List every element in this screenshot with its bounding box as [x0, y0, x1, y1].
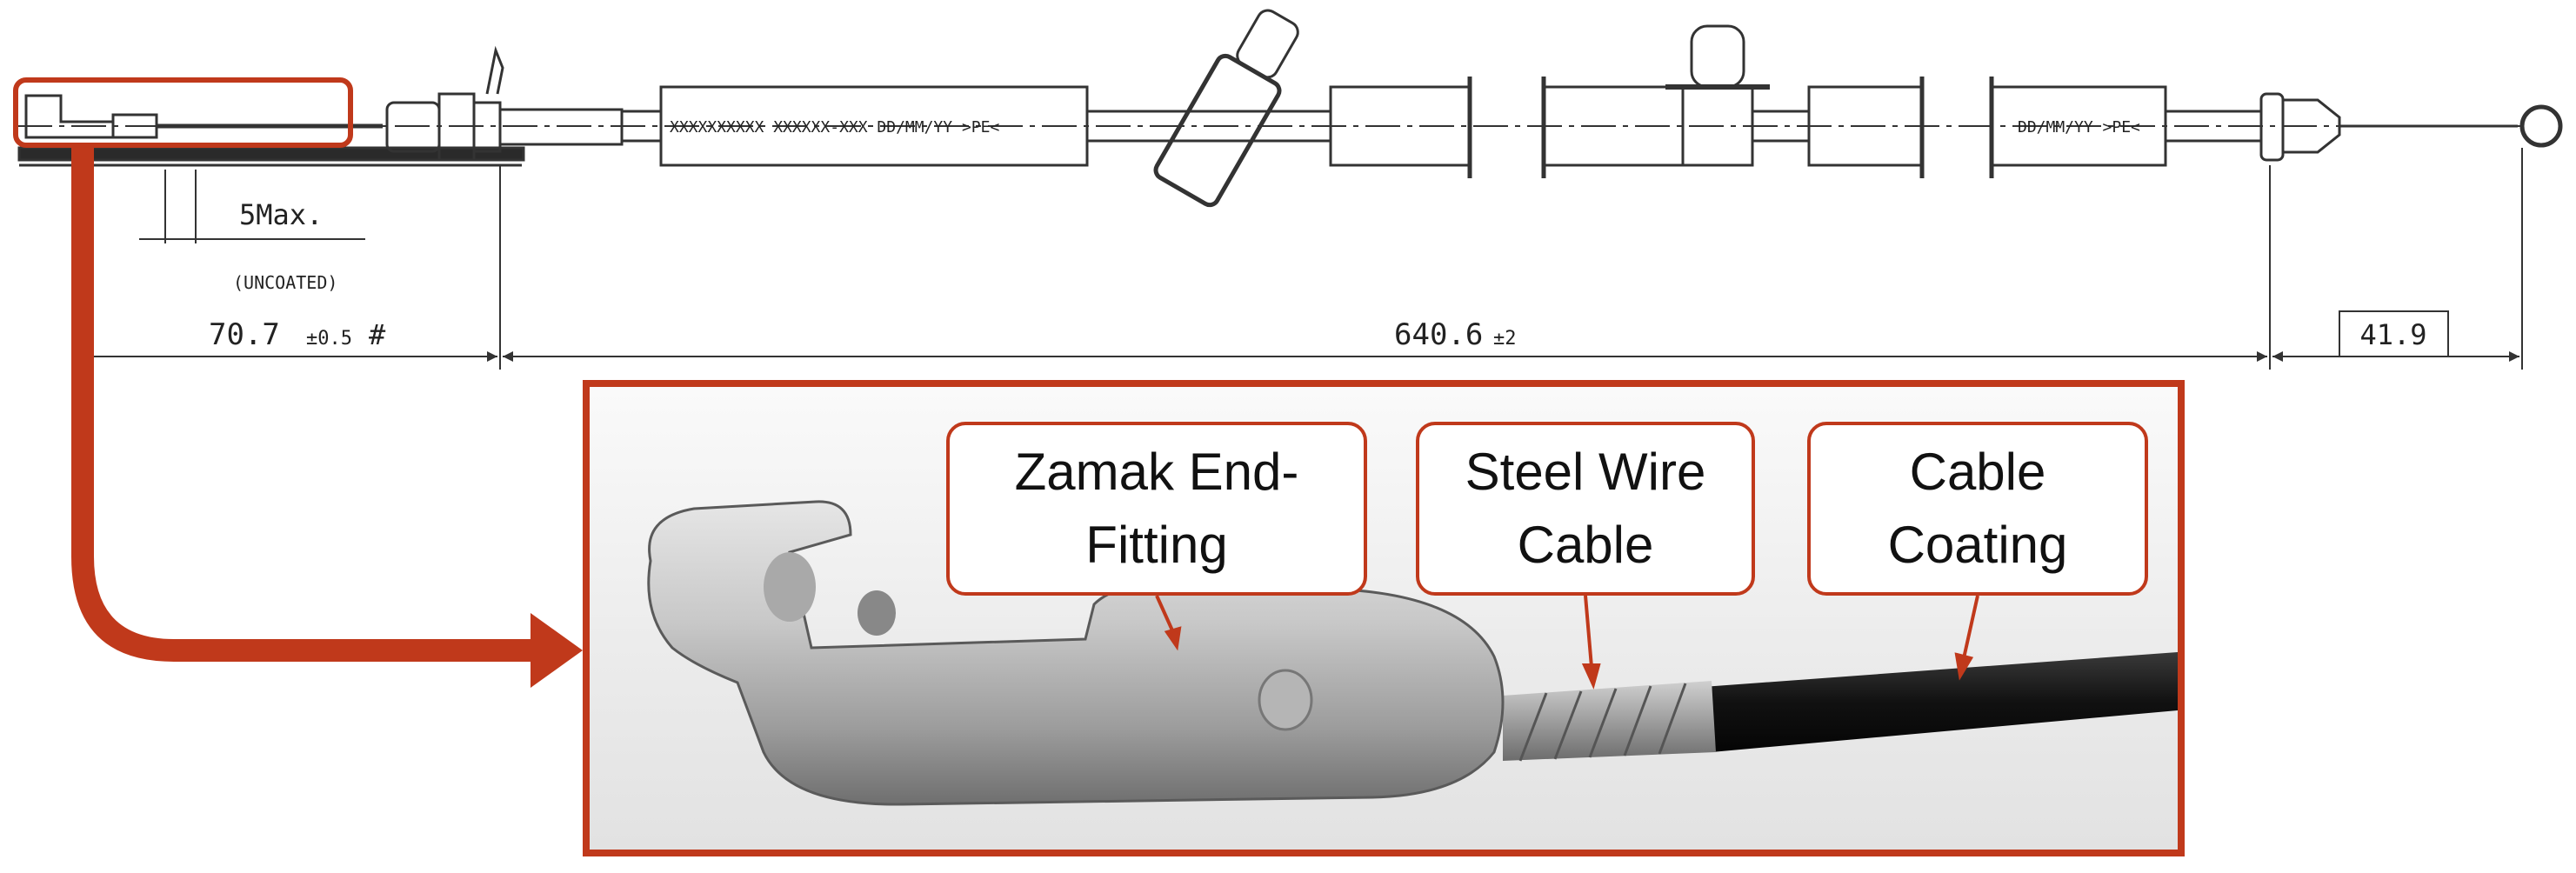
- dimension-lines: [73, 148, 2523, 370]
- callout-zamak-end-fitting: Zamak End- Fitting: [946, 422, 1367, 596]
- callout-coating-line2: Coating: [1887, 516, 2068, 574]
- dim-41-9-box: [2339, 310, 2449, 357]
- dim-41-9: 41.9: [2359, 318, 2426, 351]
- highlight-box: [13, 77, 353, 148]
- steel-wire: [1503, 681, 1716, 761]
- angled-clip: [1153, 9, 1299, 208]
- dim-640-6-tol: ±2: [1493, 328, 1517, 350]
- marking-left: XXXXXXXXXX XXXXXX-XXX DD/MM/YY >PE<: [670, 118, 999, 137]
- clip-hook: [485, 45, 504, 95]
- end-fitting-sketch: [24, 94, 115, 139]
- ring-terminal: [2519, 104, 2563, 148]
- callout-coating-line1: Cable: [1909, 443, 2046, 501]
- callout-steel-line2: Cable: [1517, 516, 1654, 574]
- dim-70-7: 70.7: [209, 317, 280, 352]
- callout-zamak-line1: Zamak End-: [1014, 443, 1299, 501]
- dim-70-7-tol: ±0.5: [306, 328, 352, 350]
- dim-70-7-mark: #: [369, 318, 386, 351]
- cable-photo: [647, 500, 2178, 806]
- dim-640-6: 640.6: [1394, 317, 1483, 352]
- callout-steel-wire-cable: Steel Wire Cable: [1416, 422, 1755, 596]
- bracket-plate: [17, 146, 525, 162]
- callout-steel-line1: Steel Wire: [1465, 443, 1706, 501]
- conduit-sleeve-5: [1990, 85, 2167, 167]
- callout-zamak-line2: Fitting: [1085, 516, 1228, 574]
- cable-drawing: [17, 9, 2563, 208]
- callout-cable-coating: Cable Coating: [1807, 422, 2148, 596]
- marking-right: DD/MM/YY >PE<: [2018, 118, 2140, 137]
- conduit-sleeve-1: [659, 85, 1089, 167]
- uncoated-note: (UNCOATED): [233, 272, 337, 293]
- photo-panel: Zamak End- Fitting Steel Wire Cable Cabl…: [583, 380, 2185, 856]
- cable-coating: [1703, 652, 2178, 752]
- callout-arrow: [71, 145, 583, 688]
- dim-5max: 5Max.: [239, 198, 323, 231]
